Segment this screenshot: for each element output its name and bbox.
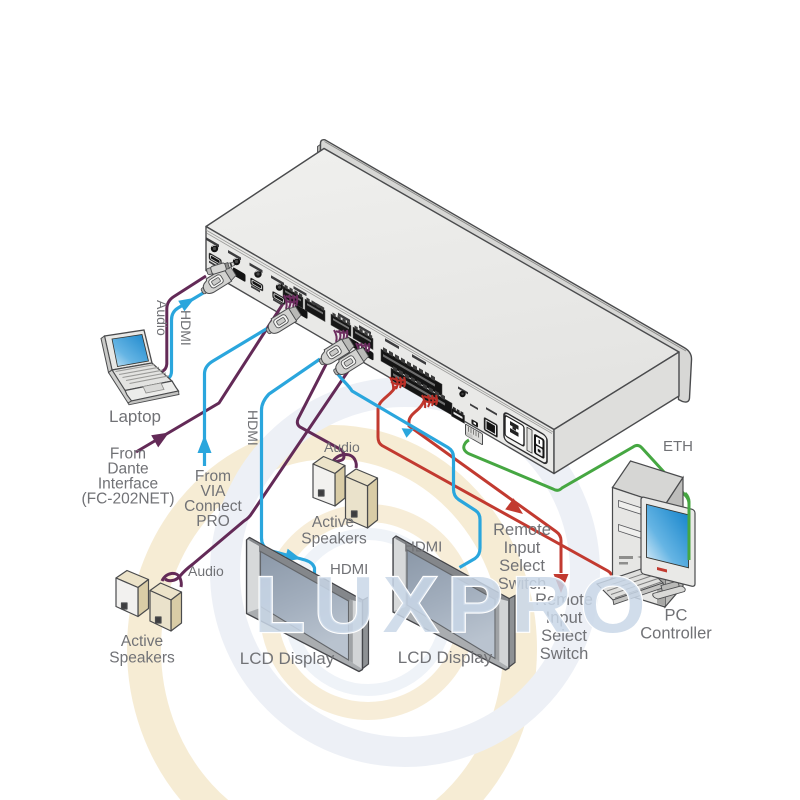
svg-text:Audio: Audio — [324, 439, 360, 455]
svg-text:Audio: Audio — [154, 300, 170, 336]
svg-text:LCD Display: LCD Display — [398, 648, 493, 667]
svg-text:Input: Input — [504, 539, 541, 557]
svg-text:HDMI: HDMI — [330, 561, 368, 578]
svg-text:Controller: Controller — [640, 625, 712, 643]
svg-text:Dante: Dante — [107, 461, 148, 478]
svg-text:Laptop: Laptop — [109, 407, 161, 426]
svg-text:Remote: Remote — [493, 521, 551, 539]
svg-text:HDMI: HDMI — [404, 539, 442, 556]
svg-text:Active: Active — [312, 514, 354, 531]
svg-text:LCD Display: LCD Display — [240, 649, 335, 668]
svg-text:Speakers: Speakers — [109, 650, 175, 667]
svg-text:Active: Active — [121, 633, 163, 650]
svg-text:Interface: Interface — [98, 476, 158, 493]
svg-text:HDMI: HDMI — [178, 310, 194, 346]
svg-text:From: From — [110, 446, 146, 463]
svg-text:Audio: Audio — [188, 563, 224, 579]
svg-text:HDMI: HDMI — [245, 410, 261, 446]
svg-text:Switch: Switch — [540, 645, 589, 663]
svg-text:Remote: Remote — [535, 591, 593, 609]
svg-text:Select: Select — [499, 557, 545, 575]
svg-text:Select: Select — [541, 627, 587, 645]
svg-text:Connect: Connect — [184, 498, 242, 515]
svg-text:Switch: Switch — [498, 575, 547, 593]
svg-text:PC: PC — [665, 607, 688, 625]
svg-text:VIA: VIA — [201, 483, 227, 500]
svg-text:From: From — [195, 468, 231, 485]
svg-text:Speakers: Speakers — [301, 531, 367, 548]
svg-text:LUXPRO: LUXPRO — [254, 560, 654, 649]
svg-text:Input: Input — [546, 609, 583, 627]
svg-text:ETH: ETH — [663, 438, 693, 455]
svg-text:PRO: PRO — [196, 513, 230, 530]
svg-text:(FC-202NET): (FC-202NET) — [81, 491, 174, 508]
